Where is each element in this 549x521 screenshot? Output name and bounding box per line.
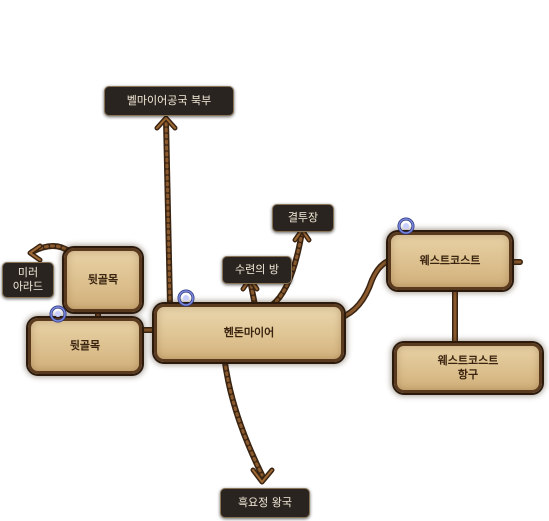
- path-east-link: [337, 257, 395, 321]
- region-west-upper-label: 뒷골목: [87, 272, 119, 286]
- region-east-lower-label: 웨스트코스트 항구: [437, 353, 499, 381]
- portal-icon[interactable]: [48, 304, 68, 324]
- region-current-label: 헨돈마이어: [223, 325, 275, 339]
- region-west-upper[interactable]: 뒷골목: [64, 248, 142, 312]
- region-current[interactable]: 헨돈마이어: [154, 304, 344, 362]
- region-east-upper[interactable]: 웨스트코스트: [388, 232, 512, 290]
- region-east-upper-label: 웨스트코스트: [419, 253, 481, 267]
- destination-north-label[interactable]: 벨마이어공국 북부: [104, 86, 234, 116]
- destination-arena-label[interactable]: 결투장: [272, 204, 334, 232]
- portal-icon[interactable]: [176, 288, 196, 308]
- region-west-lower[interactable]: 뒷골목: [28, 318, 142, 374]
- region-west-lower-label: 뒷골목: [69, 338, 101, 352]
- destination-west-label[interactable]: 미러 아라드: [2, 262, 54, 298]
- region-east-lower[interactable]: 웨스트코스트 항구: [394, 343, 542, 393]
- destination-south-label[interactable]: 흑요정 왕국: [220, 488, 310, 518]
- portal-icon[interactable]: [396, 216, 416, 236]
- destination-training-label[interactable]: 수련의 방: [222, 256, 292, 284]
- path-south: [221, 352, 265, 478]
